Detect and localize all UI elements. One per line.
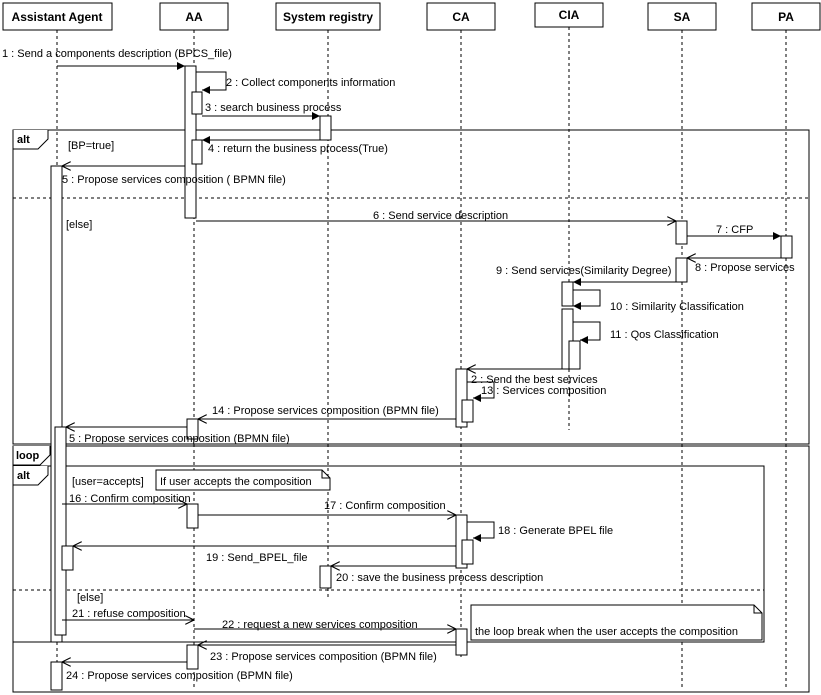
message-label: 21 : refuse composition [72, 608, 186, 620]
fragment-label: alt [17, 134, 30, 146]
note-text: If user accepts the composition [160, 476, 312, 488]
participant-sa: SA [647, 2, 717, 31]
fragment-alt-1: alt [12, 129, 810, 445]
activation-bars [50, 65, 793, 691]
message-label: 13 : Services composition [481, 385, 606, 397]
message-arrows [57, 62, 781, 662]
guard-label: [else] [66, 219, 92, 231]
participant-system-registry: System registry [275, 2, 381, 31]
participant-assistant-agent: Assistant Agent [2, 2, 113, 31]
message-label: 18 : Generate BPEL file [498, 525, 613, 537]
message-label: 24 : Propose services composition (BPMN … [66, 670, 293, 682]
message-label: 8 : Propose services [695, 262, 795, 274]
participant-aa: AA [159, 2, 229, 31]
message-label: 23 : Propose services composition (BPMN … [210, 651, 437, 663]
message-label: 9 : Send services(Similarity Degree) [496, 265, 671, 277]
message-label: 5 : Propose services composition ( BPMN … [62, 174, 286, 186]
message-label: 5 : Propose services composition (BPMN f… [69, 433, 290, 445]
guard-label: [BP=true] [68, 140, 114, 152]
fragment-label: loop [16, 450, 39, 462]
message-label: 16 : Confirm composition [69, 493, 191, 505]
participant-pa: PA [751, 2, 821, 31]
lifelines [56, 27, 787, 690]
participant-label: CIA [559, 8, 580, 22]
message-label: 6 : Send service description [373, 210, 508, 222]
note-loop-break: the loop break when the user accepts the… [470, 604, 763, 641]
fragment-label: alt [17, 470, 30, 482]
participant-label: System registry [283, 10, 373, 24]
participant-ca: CA [426, 2, 496, 31]
message-label: 11 : Qos Classification [610, 329, 719, 341]
message-label: 20 : save the business process descripti… [336, 572, 543, 584]
note-user-accepts: If user accepts the composition [155, 469, 331, 491]
message-label: 7 : CFP [716, 224, 753, 236]
message-label: 19 : Send_BPEL_file [206, 552, 308, 564]
fragment-alt-2: alt [12, 465, 765, 643]
participant-label: CA [452, 10, 470, 24]
message-label: 22 : request a new services composition [222, 619, 418, 631]
guard-label: [else] [77, 592, 103, 604]
message-label: 2 : Collect components information [226, 77, 395, 89]
participant-cia: CIA [534, 2, 604, 28]
participant-label: AA [185, 10, 203, 24]
participant-label: PA [778, 10, 794, 24]
message-label: 3 : search business process [205, 102, 342, 114]
fragment-loop: loop [12, 445, 810, 693]
note-text: the loop break when the user accepts the… [475, 626, 738, 638]
message-label: 14 : Propose services composition (BPMN … [212, 405, 439, 417]
message-label: 4 : return the business process(True) [208, 143, 388, 155]
message-label: 2 : Send the best services [471, 374, 598, 386]
message-label: 1 : Send a components description (BPCS_… [2, 48, 232, 60]
message-label: 10 : Similarity Classification [610, 301, 744, 313]
guard-label: [user=accepts] [72, 476, 144, 488]
participant-label: SA [674, 10, 691, 24]
message-labels: 1 : Send a components description (BPCS_… [2, 48, 795, 682]
participant-label: Assistant Agent [12, 10, 103, 24]
message-label: 17 : Confirm composition [324, 500, 446, 512]
